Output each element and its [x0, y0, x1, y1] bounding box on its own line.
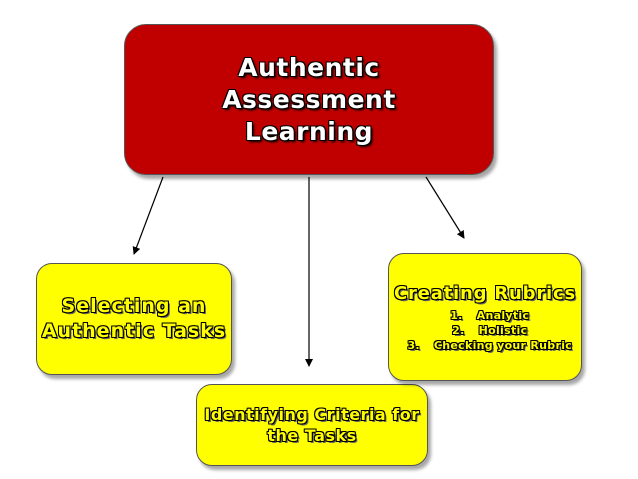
rubric-types-list: 1. Analytic 2. Holistic 3. Checking your…	[398, 308, 572, 353]
rubric-type-label: Analytic	[476, 308, 530, 322]
rubric-type-label: Holistic	[478, 323, 528, 337]
root-node-title: Authentic Assessment Learning	[222, 52, 396, 146]
child-node-selecting-tasks-label: Selecting an Authentic Tasks	[41, 295, 227, 342]
child-node-creating-rubrics: Creating Rubrics 1. Analytic 2. Holistic…	[388, 253, 582, 381]
rubric-type-number: 2.	[452, 323, 465, 337]
child-node-identifying-criteria: Identifying Criteria for the Tasks	[196, 384, 428, 466]
root-node: Authentic Assessment Learning	[124, 24, 494, 175]
rubric-type-label: Checking your Rubric	[433, 338, 573, 352]
rubric-type-item: 3. Checking your Rubric	[398, 338, 572, 353]
rubric-type-item: 1. Analytic	[398, 308, 572, 323]
child-node-selecting-tasks: Selecting an Authentic Tasks	[36, 263, 232, 375]
rubric-type-item: 2. Holistic	[398, 323, 572, 338]
child-node-identifying-criteria-label: Identifying Criteria for the Tasks	[204, 405, 420, 445]
rubric-type-number: 3.	[407, 338, 420, 352]
arrow-root-to-left	[132, 176, 164, 255]
rubric-type-number: 1.	[450, 308, 463, 322]
arrow-root-to-right	[425, 176, 465, 239]
creating-rubrics-heading: Creating Rubrics	[394, 282, 576, 304]
